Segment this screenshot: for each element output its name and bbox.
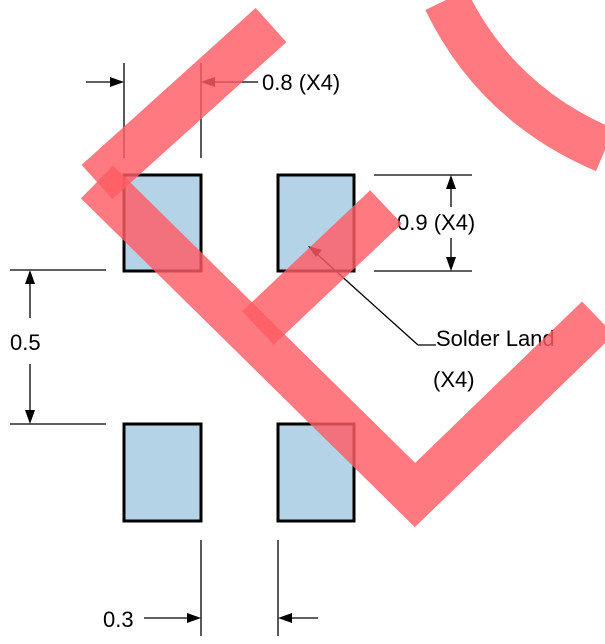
watermark-arc xyxy=(425,0,605,172)
row-pitch-label: 0.5 xyxy=(10,330,41,355)
pad-width-arrow-left xyxy=(110,77,124,87)
pad-height-label: 0.9 (X4) xyxy=(397,210,475,235)
row-pitch-dimension: 0.5 xyxy=(10,269,106,425)
watermark-stroke xyxy=(80,165,605,528)
column-gap-arrow-left xyxy=(187,613,201,623)
pad-height-dimension: 0.9 (X4) xyxy=(374,174,475,272)
watermark-stroke-upper xyxy=(81,7,287,200)
pad-height-arrow-top xyxy=(446,175,456,189)
callout-label-line1: Solder Land xyxy=(436,326,555,351)
callout-label-line2: (X4) xyxy=(433,367,475,392)
pad-width-label: 0.8 (X4) xyxy=(262,70,340,95)
watermark xyxy=(80,0,605,528)
column-gap-arrow-right xyxy=(278,613,292,623)
pad-bottom-left xyxy=(122,422,203,523)
column-gap-dimension: 0.3 xyxy=(103,540,318,636)
column-gap-label: 0.3 xyxy=(103,607,134,632)
pad-height-arrow-bottom xyxy=(446,257,456,271)
row-pitch-arrow-bottom xyxy=(25,410,35,424)
solder-land-callout: Solder Land (X4) xyxy=(308,246,555,392)
row-pitch-arrow-top xyxy=(25,270,35,284)
watermark-stroke-middle xyxy=(242,190,402,345)
